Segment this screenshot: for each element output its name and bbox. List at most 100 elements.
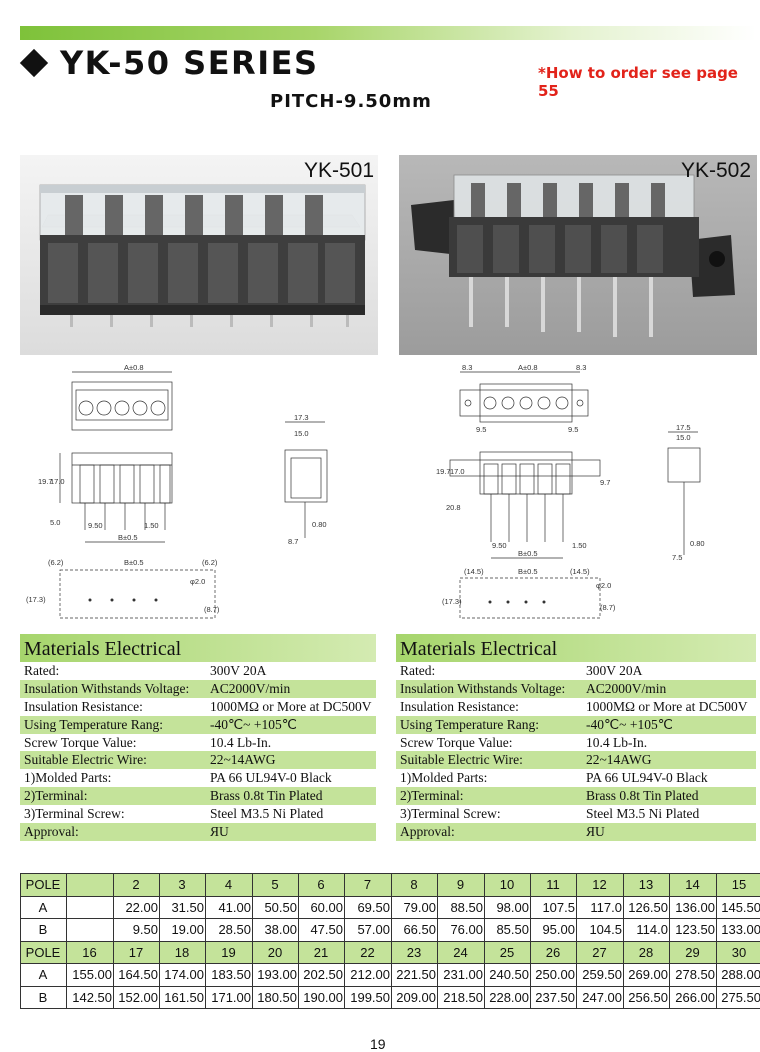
- table-cell: 6: [299, 874, 345, 897]
- table-cell: 199.50: [345, 986, 392, 1009]
- materials-row: Insulation Withstands Voltage:AC2000V/mi…: [396, 680, 756, 698]
- drawing-yk501: A±0.8 19.7 17.0 5.0 9.50 1.50 B±0.5 17.3…: [20, 360, 380, 630]
- table-cell: 12: [577, 874, 624, 897]
- table-cell: 4: [206, 874, 253, 897]
- dim-pcbb-yk502: B±0.5: [518, 567, 538, 576]
- table-cell: 69.50: [345, 896, 392, 919]
- table-cell: 278.50: [670, 964, 717, 987]
- table-cell: 145.50: [717, 896, 760, 919]
- dim-pcbh2-yk501: (8.7): [204, 605, 220, 614]
- table-cell: 8: [392, 874, 438, 897]
- table-cell: 164.50: [114, 964, 160, 987]
- dim-sbase-yk502: 7.5: [672, 553, 682, 562]
- table-cell: 29: [670, 941, 717, 964]
- table-cell: B: [21, 986, 67, 1009]
- table-cell: 85.50: [485, 919, 531, 942]
- table-cell: 57.00: [345, 919, 392, 942]
- table-cell: 107.5: [531, 896, 577, 919]
- table-cell: 152.00: [114, 986, 160, 1009]
- materials-row: 1)Molded Parts:PA 66 UL94V-0 Black: [396, 769, 756, 787]
- materials-row: Insulation Resistance:1000MΩ or More at …: [20, 698, 376, 716]
- table-cell: 288.00: [717, 964, 760, 987]
- table-cell: 114.0: [624, 919, 670, 942]
- diamond-bullet-icon: [20, 49, 48, 77]
- dim-h3-yk502: 9.7: [600, 478, 610, 487]
- table-cell: 142.50: [67, 986, 114, 1009]
- table-cell: 275.50: [717, 986, 760, 1009]
- table-cell: 19: [206, 941, 253, 964]
- materials-row: Using Temperature Rang:-40℃~ +105℃: [396, 716, 756, 734]
- dim-pcbb-yk501: B±0.5: [124, 558, 144, 567]
- table-cell: 60.00: [299, 896, 345, 919]
- table-cell: POLE: [21, 874, 67, 897]
- materials-title: Materials Electrical: [396, 634, 756, 662]
- dim-pcbh-yk501: (17.3): [26, 595, 46, 604]
- materials-row: Insulation Withstands Voltage:AC2000V/mi…: [20, 680, 376, 698]
- drawing-yk502: 8.3 A±0.8 8.3 9.5 9.5 19.7 17.0 9.7 20.8…: [400, 360, 756, 630]
- dim-pcbl-yk501: (6.2): [48, 558, 64, 567]
- table-cell: 126.50: [624, 896, 670, 919]
- dim-pcbl-yk502: (14.5): [464, 567, 484, 576]
- dim-hole-yk502: φ2.0: [596, 581, 611, 590]
- table-cell: 221.50: [392, 964, 438, 987]
- table-cell: 202.50: [299, 964, 345, 987]
- dim-fl-yk502: 9.5: [476, 425, 486, 434]
- table-cell: 28.50: [206, 919, 253, 942]
- dim-b-yk501: B±0.5: [118, 533, 138, 542]
- materials-row: Suitable Electric Wire:22~14AWG: [20, 751, 376, 769]
- dim-pinw-yk501: 1.50: [144, 521, 159, 530]
- materials-row: Screw Torque Value:10.4 Lb-In.: [20, 734, 376, 752]
- dim-hole-yk501: φ2.0: [190, 577, 205, 586]
- table-cell: 11: [531, 874, 577, 897]
- dim-sw1-yk502: 17.5: [676, 423, 691, 432]
- table-cell: 16: [67, 941, 114, 964]
- dim-spin-yk502: 0.80: [690, 539, 705, 548]
- table-cell: 2: [114, 874, 160, 897]
- dim-pcbr-yk502: (14.5): [570, 567, 590, 576]
- table-cell: A: [21, 964, 67, 987]
- table-cell: 23: [392, 941, 438, 964]
- order-note[interactable]: *How to order see page 55: [538, 64, 760, 100]
- series-title: YK-50 SERIES: [20, 44, 319, 82]
- table-cell: 10: [485, 874, 531, 897]
- table-cell: 66.50: [392, 919, 438, 942]
- table-cell: 9: [438, 874, 485, 897]
- table-cell: 28: [624, 941, 670, 964]
- table-cell: 136.00: [670, 896, 717, 919]
- pitch-label: PITCH-9.50mm: [270, 91, 432, 112]
- table-cell: 24: [438, 941, 485, 964]
- materials-row: 2)Terminal:Brass 0.8t Tin Plated: [20, 787, 376, 805]
- table-cell: 50.50: [253, 896, 299, 919]
- dim-sw1-yk501: 17.3: [294, 413, 309, 422]
- table-cell: 228.00: [485, 986, 531, 1009]
- table-cell: A: [21, 896, 67, 919]
- dim-pin-yk501: 5.0: [50, 518, 60, 527]
- materials-row: Screw Torque Value:10.4 Lb-In.: [396, 734, 756, 752]
- series-title-text: YK-50 SERIES: [60, 44, 319, 82]
- table-cell: 95.00: [531, 919, 577, 942]
- table-cell: [67, 874, 114, 897]
- table-cell: 5: [253, 874, 299, 897]
- table-cell: 259.50: [577, 964, 624, 987]
- materials-row: Suitable Electric Wire:22~14AWG: [396, 751, 756, 769]
- table-cell: 240.50: [485, 964, 531, 987]
- dim-pitch-yk501: 9.50: [88, 521, 103, 530]
- table-cell: 190.00: [299, 986, 345, 1009]
- ul-approval-icon: ЯU: [210, 823, 376, 841]
- materials-yk502: Materials Electrical Rated:300V 20A Insu…: [396, 634, 756, 841]
- table-cell: 212.00: [345, 964, 392, 987]
- table-cell: 269.00: [624, 964, 670, 987]
- dim-pin-yk502: 20.8: [446, 503, 461, 512]
- table-cell: 22: [345, 941, 392, 964]
- table-cell: 88.50: [438, 896, 485, 919]
- table-cell: 18: [160, 941, 206, 964]
- materials-row: Rated:300V 20A: [20, 662, 376, 680]
- table-cell: 209.00: [392, 986, 438, 1009]
- dim-h1-yk502: 19.7: [436, 467, 451, 476]
